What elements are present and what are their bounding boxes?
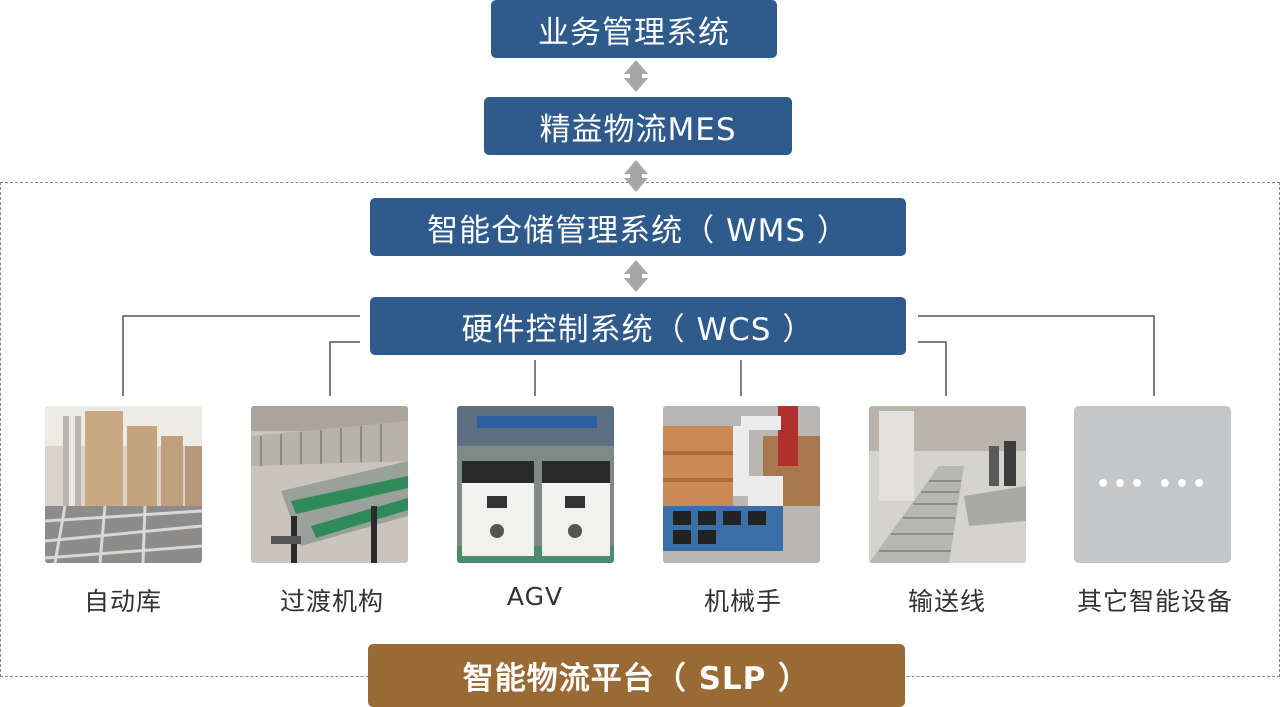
automated-warehouse-photo (45, 406, 202, 563)
connector-transfer (329, 341, 360, 396)
slp-platform-label: 智能物流平台（ SLP ） (462, 661, 811, 697)
device-label-conveyor: 输送线 (907, 587, 986, 616)
device-label-robot-arm: 机械手 (703, 587, 782, 616)
other-devices-placeholder: ••• ••• (1074, 406, 1231, 563)
connector-conveyor (918, 341, 947, 396)
mes-system-box[interactable]: 精益物流MES (484, 97, 792, 155)
transfer-conveyor-photo (251, 406, 408, 563)
business-system-box[interactable]: 业务管理系统 (491, 0, 777, 58)
wms-system-label: 智能仓储管理系统（ WMS ） (427, 212, 849, 249)
business-system-label: 业务管理系统 (538, 14, 730, 51)
arrow-business-mes (624, 60, 648, 92)
robot-arm-photo (663, 406, 820, 563)
more-ellipsis: ••• ••• (1095, 472, 1210, 497)
arrow-wms-wcs (624, 260, 648, 292)
device-label-agv: AGV (506, 582, 564, 611)
device-label-transfer: 过渡机构 (279, 587, 384, 616)
mes-system-label: 精益物流MES (539, 111, 737, 148)
wms-system-box[interactable]: 智能仓储管理系统（ WMS ） (370, 198, 906, 256)
roller-conveyor-photo (869, 406, 1026, 563)
wcs-system-label: 硬件控制系统（ WCS ） (461, 311, 815, 348)
slp-platform-box[interactable]: 智能物流平台（ SLP ） (368, 644, 905, 707)
connector-other (918, 315, 1155, 396)
wcs-system-box[interactable]: 硬件控制系统（ WCS ） (370, 297, 906, 355)
connector-auto-warehouse (122, 315, 360, 396)
device-label-auto-warehouse: 自动库 (83, 587, 162, 616)
arrow-mes-wms (624, 160, 648, 192)
agv-photo (457, 406, 614, 563)
device-label-other: 其它智能设备 (1076, 587, 1233, 616)
